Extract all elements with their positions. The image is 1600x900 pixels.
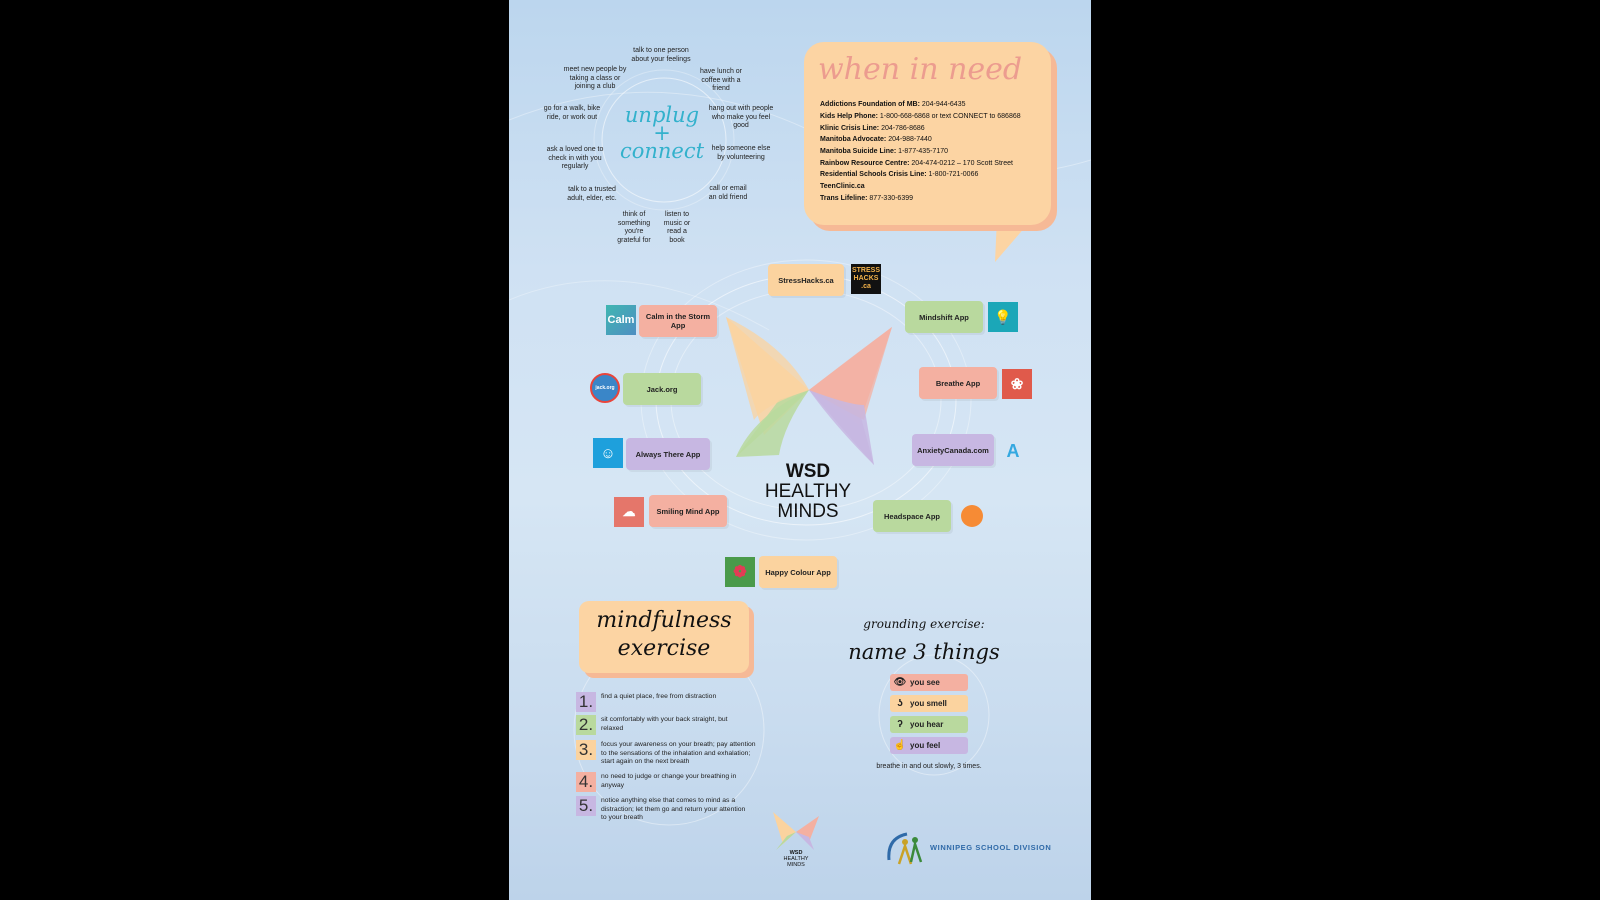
healthy-minds-butterfly-logo bbox=[726, 317, 892, 465]
unplug-title-line2: connect bbox=[619, 139, 705, 163]
when-in-need-title: when in need bbox=[818, 52, 1023, 87]
sense-feel: ☝you feel bbox=[890, 737, 968, 754]
contact-line: Kids Help Phone: 1-800-668-6868 or text … bbox=[820, 113, 1021, 120]
unplug-connect-title: unplug + connect bbox=[617, 103, 707, 163]
nose-icon: ʖ bbox=[897, 698, 903, 709]
smiley-face-icon: ☺ bbox=[593, 438, 623, 468]
lightbulb-icon: 💡 bbox=[988, 302, 1018, 332]
jack-org-label[interactable]: Jack.org bbox=[623, 373, 701, 405]
headspace-label[interactable]: Headspace App bbox=[873, 500, 951, 532]
unplug-title-line1: unplug bbox=[624, 103, 700, 127]
headspace-dot-icon bbox=[961, 505, 983, 527]
always-there-label[interactable]: Always There App bbox=[626, 438, 710, 470]
grounding-subtitle: grounding exercise: bbox=[863, 617, 985, 631]
winnipeg-school-division-logo-icon bbox=[887, 832, 923, 865]
winnipeg-school-division-name: WINNIPEG SCHOOL DIVISION bbox=[930, 843, 1052, 852]
unplug-tip: listen to music or read a book bbox=[663, 211, 691, 244]
small-butterfly-logo bbox=[773, 812, 819, 850]
ear-icon: ʔ bbox=[897, 719, 903, 730]
contact-line: Trans Lifeline: 877-330-6399 bbox=[820, 195, 914, 202]
brand-line1: WSD bbox=[785, 461, 831, 482]
smiling-mind-label[interactable]: Smiling Mind App bbox=[649, 495, 727, 527]
hand-icon: ☝ bbox=[893, 740, 907, 751]
anxiety-canada-label[interactable]: AnxietyCanada.com bbox=[912, 434, 994, 466]
unplug-tip: have lunch or coffee with a friend bbox=[699, 68, 743, 93]
flower-icon: ❀ bbox=[1002, 369, 1032, 399]
stresshacks-logo-icon: STRESS HACKS .ca bbox=[851, 264, 881, 294]
anxiety-canada-logo-icon: A bbox=[1006, 440, 1020, 461]
contact-line: TeenClinic.ca bbox=[820, 183, 865, 190]
jack-org-logo-icon: jack.org bbox=[590, 373, 620, 403]
unplug-tip: help someone else by volunteering bbox=[711, 145, 771, 161]
when-in-need-panel: when in need Addictions Foundation of MB… bbox=[804, 42, 1051, 225]
brain-icon: ☁ bbox=[614, 497, 644, 527]
wellness-poster: unplug + connect talk to one person abou… bbox=[509, 0, 1091, 900]
calm-in-the-storm-label[interactable]: Calm in the Storm App bbox=[639, 305, 717, 337]
unplug-tip: ask a loved one to check in with you reg… bbox=[546, 146, 604, 171]
calm-logo-icon: Calm bbox=[606, 305, 636, 335]
unplug-tip: think of something you're grateful for bbox=[617, 211, 651, 244]
grounding-title: name 3 things bbox=[848, 640, 1000, 664]
eye-icon: 👁 bbox=[893, 677, 907, 688]
brand-line2: HEALTHY bbox=[764, 481, 852, 502]
wsd-healthy-minds-wordmark: WSD HEALTHY MINDS bbox=[743, 462, 873, 522]
unplug-tip: hang out with people who make you feel g… bbox=[708, 105, 774, 130]
brand-line3: MINDS bbox=[777, 501, 839, 522]
rose-icon: ❁ bbox=[725, 557, 755, 587]
unplug-tip: go for a walk, bike ride, or work out bbox=[543, 105, 601, 121]
contact-line: Residential Schools Crisis Line: 1-800-7… bbox=[820, 171, 979, 178]
unplug-tip: talk to a trusted adult, elder, etc. bbox=[567, 186, 617, 202]
breathe-app-label[interactable]: Breathe App bbox=[919, 367, 997, 399]
contact-line: Addictions Foundation of MB: 204-944-643… bbox=[820, 101, 966, 108]
mindshift-label[interactable]: Mindshift App bbox=[905, 301, 983, 333]
contact-line: Manitoba Advocate: 204-988-7440 bbox=[820, 136, 932, 143]
unplug-tip: talk to one person about your feelings bbox=[631, 47, 691, 63]
unplug-tip: meet new people by taking a class or joi… bbox=[563, 66, 627, 91]
contact-line: Manitoba Suicide Line: 1-877-435-7170 bbox=[820, 148, 948, 155]
unplug-title-plus: + bbox=[653, 121, 671, 145]
small-brand-wordmark: WSD HEALTHY MINDS bbox=[783, 850, 809, 868]
happy-colour-label[interactable]: Happy Colour App bbox=[759, 556, 837, 588]
contact-line: Klinic Crisis Line: 204-786-8686 bbox=[820, 125, 925, 132]
contact-line: Rainbow Resource Centre: 204-474-0212 – … bbox=[820, 160, 1013, 167]
stresshacks-label[interactable]: StressHacks.ca bbox=[768, 264, 844, 296]
unplug-tip: call or email an old friend bbox=[708, 185, 748, 201]
sense-see: 👁you see bbox=[890, 674, 968, 691]
grounding-footer: breathe in and out slowly, 3 times. bbox=[876, 763, 982, 770]
